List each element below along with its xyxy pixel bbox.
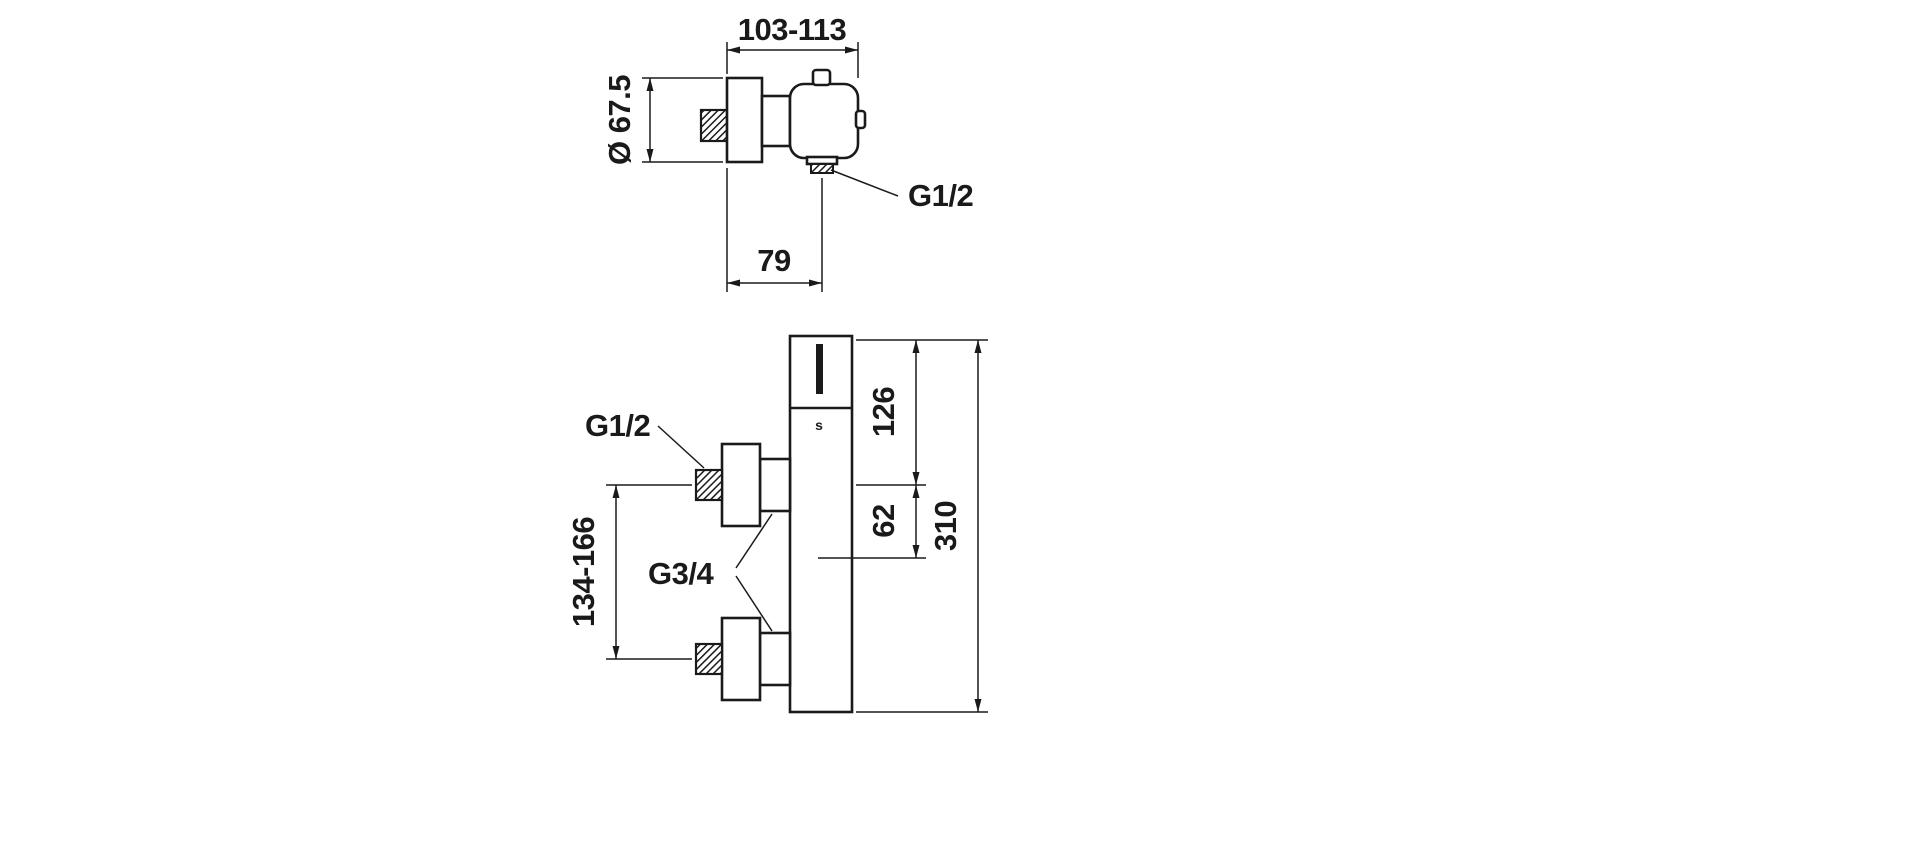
- lower-inlet: [694, 616, 792, 702]
- dim-total-height: 310: [928, 340, 982, 712]
- label-outlet-thread-text: G1/2: [908, 178, 973, 213]
- dim-flange-diameter: Ø 67.5: [602, 75, 723, 165]
- dim-depth: 79: [726, 168, 823, 292]
- upper-union-nut: [758, 457, 792, 513]
- label-inlet-thread-text: G1/2: [585, 408, 650, 443]
- dim-inlet-to-outlet: 62: [866, 485, 920, 558]
- dim-inlet-height-range: 134-166: [566, 484, 692, 660]
- dim-label-inlet-to-outlet: 62: [866, 504, 901, 537]
- label-outlet-thread: G1/2: [830, 169, 974, 213]
- front-view: s G1/2 G3/4: [566, 334, 988, 714]
- flange-step: [760, 94, 792, 148]
- dim-label-top-to-inlet: 126: [866, 387, 901, 437]
- body-mark-text: s: [815, 417, 823, 433]
- handle-side-lever: [854, 109, 867, 130]
- upper-thread-nipple: [694, 468, 724, 502]
- dim-top-to-inlet: 126: [866, 340, 920, 485]
- front-view-part: s: [694, 334, 854, 714]
- handle-body: [788, 82, 860, 160]
- top-view-part: [699, 68, 867, 174]
- dim-label-depth: 79: [757, 243, 791, 278]
- top-view: 103-113 Ø 67.5 79 G1/2: [602, 12, 974, 292]
- wall-flange: [725, 76, 764, 164]
- lower-thread-nipple: [694, 642, 724, 676]
- label-union-thread-text: G3/4: [648, 556, 714, 591]
- valve-body: [788, 334, 854, 714]
- dim-label-width-range: 103-113: [738, 12, 847, 47]
- outlet-thread: [810, 163, 834, 174]
- dim-label-total-height: 310: [928, 501, 963, 551]
- dim-label-inlet-height-range: 134-166: [566, 517, 601, 628]
- handle-slot-mark: [816, 344, 823, 394]
- upper-inlet: [694, 442, 792, 528]
- dim-width-range: 103-113: [726, 12, 859, 78]
- lower-flange: [720, 616, 762, 702]
- dim-label-flange-diameter: Ø 67.5: [602, 75, 637, 165]
- handle-top-knob: [811, 68, 832, 87]
- label-union-thread: G3/4: [648, 513, 773, 632]
- label-inlet-thread: G1/2: [585, 408, 705, 469]
- upper-flange: [720, 442, 762, 528]
- lower-union-nut: [758, 631, 792, 687]
- wall-thread-nipple: [699, 108, 729, 143]
- outlet-collar: [805, 155, 839, 166]
